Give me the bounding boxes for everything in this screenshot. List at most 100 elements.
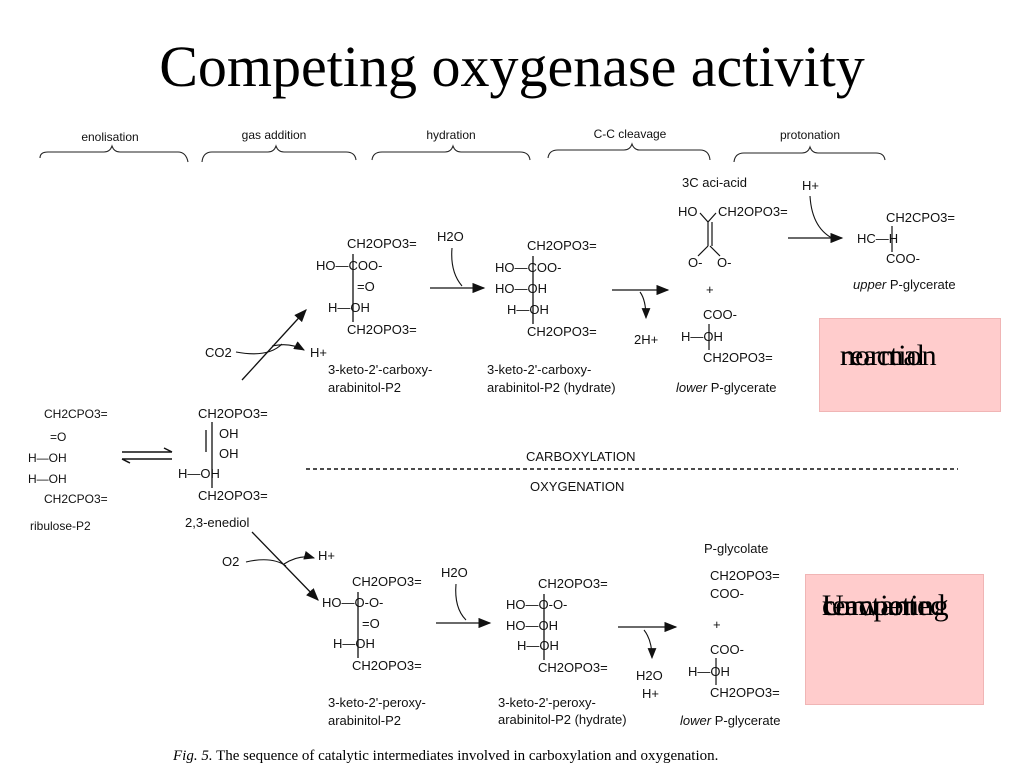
stage-braces: [39, 142, 886, 163]
svg-text:CH2OPO3=: CH2OPO3=: [538, 660, 608, 675]
svg-text:CH2OPO3=: CH2OPO3=: [198, 488, 268, 503]
brace-protonation: [733, 145, 886, 163]
svg-text:CH2OPO3=: CH2OPO3=: [703, 350, 773, 365]
svg-text:=O: =O: [357, 279, 375, 294]
svg-text:COO-: COO-: [710, 586, 744, 601]
h-plus-label-2: H+: [318, 548, 335, 563]
svg-text:OH: OH: [219, 426, 239, 441]
water-out-label: H2O: [636, 668, 663, 683]
svg-text:H—OH: H—OH: [333, 636, 375, 651]
svg-text:CH2OPO3=: CH2OPO3=: [710, 685, 780, 700]
svg-text:arabinitol-P2 (hydrate): arabinitol-P2 (hydrate): [487, 380, 616, 395]
peroxy-intermediate-1: CH2OPO3= HO—O-O- =O H—OH CH2OPO3= 3-keto…: [322, 574, 426, 728]
svg-text:P-glycolate: P-glycolate: [704, 541, 768, 556]
plus-sign-2: +: [713, 617, 721, 632]
svg-text:CH2OPO3=: CH2OPO3=: [352, 574, 422, 589]
svg-text:CH2CPO3=: CH2CPO3=: [44, 407, 108, 421]
svg-text:HC—H: HC—H: [857, 231, 898, 246]
svg-text:CH2OPO3=: CH2OPO3=: [527, 324, 597, 339]
svg-text:CH2OPO3=: CH2OPO3=: [198, 406, 268, 421]
equilibrium-arrows: [121, 447, 173, 464]
water-curve-2: [455, 583, 467, 621]
svg-text:3-keto-2'-peroxy-: 3-keto-2'-peroxy-: [328, 695, 426, 710]
svg-text:CH2OPO3=: CH2OPO3=: [352, 658, 422, 673]
svg-text:HO—OH: HO—OH: [506, 618, 558, 633]
water-out-curve: [643, 629, 657, 660]
p-glycolate: P-glycolate CH2OPO3= COO-: [704, 541, 780, 601]
h-plus-out-label: H+: [642, 686, 659, 701]
protonation-curve: [809, 195, 837, 241]
svg-text:CH2OPO3=: CH2OPO3=: [527, 238, 597, 253]
svg-text:CH2OPO3=: CH2OPO3=: [347, 236, 417, 251]
carboxylation-heading: CARBOXYLATION: [526, 449, 636, 464]
svg-text:=O: =O: [362, 616, 380, 631]
plus-sign-1: +: [706, 282, 714, 297]
svg-text:H—OH: H—OH: [681, 329, 723, 344]
carboxy-intermediate-1: CH2OPO3= HO—COO- =O H—OH CH2OPO3= 3-keto…: [316, 236, 432, 395]
normal-line-2: reaction: [840, 339, 937, 372]
svg-text:H—OH: H—OH: [328, 300, 370, 315]
stage-label-protonation: protonation: [780, 128, 840, 142]
o2-incoming-curve: [245, 559, 287, 567]
brace-hydration: [371, 144, 531, 161]
svg-text:HO—COO-: HO—COO-: [495, 260, 561, 275]
brace-gas-addition: [201, 144, 357, 163]
oxygenation-heading: OXYGENATION: [530, 479, 624, 494]
peroxy-intermediate-2: CH2OPO3= HO—O-O- HO—OH H—OH CH2OPO3= 3-k…: [498, 576, 627, 727]
lower-p-glycerate-1: COO- H—OH CH2OPO3= lower P-glycerate: [676, 307, 776, 395]
svg-text:H—OH: H—OH: [28, 472, 67, 486]
co2-incoming-curve: [235, 343, 283, 355]
svg-text:arabinitol-P2 (hydrate): arabinitol-P2 (hydrate): [498, 712, 627, 727]
svg-text:lower P-glycerate: lower P-glycerate: [676, 380, 776, 395]
svg-text:COO-: COO-: [710, 642, 744, 657]
svg-text:O-: O-: [717, 255, 731, 270]
svg-text:HO—O-O-: HO—O-O-: [322, 595, 383, 610]
svg-text:arabinitol-P2: arabinitol-P2: [328, 713, 401, 728]
unwanted-line-1: Unwanted: [822, 589, 946, 622]
svg-text:3-keto-2'-carboxy-: 3-keto-2'-carboxy-: [487, 362, 591, 377]
svg-text:lower P-glycerate: lower P-glycerate: [680, 713, 780, 728]
ribulose-name: ribulose-P2: [30, 519, 91, 533]
h-outgoing-curve-2: [283, 551, 316, 565]
svg-text:H—OH: H—OH: [688, 664, 730, 679]
stage-label-cc-cleavage: C-C cleavage: [594, 127, 667, 141]
svg-text:COO-: COO-: [886, 251, 920, 266]
h-plus-label-protonation: H+: [802, 178, 819, 193]
svg-text:H—OH: H—OH: [507, 302, 549, 317]
enediol-bonds: [205, 422, 213, 488]
figure-caption: Fig. 5. The sequence of catalytic interm…: [173, 748, 873, 765]
carboxy-intermediate-2: CH2OPO3= HO—COO- HO—OH H—OH CH2OPO3= 3-k…: [487, 238, 616, 395]
slide-title: Competing oxygenase activity: [159, 34, 865, 99]
water-label-2: H2O: [441, 565, 468, 580]
unwanted-line-2: competing: [822, 589, 949, 622]
svg-text:CH2CPO3=: CH2CPO3=: [886, 210, 955, 225]
lower-p-glycerate-2: COO- H—OH CH2OPO3= lower P-glycerate: [680, 642, 780, 728]
two-h-plus-label: 2H+: [634, 332, 658, 347]
svg-text:H—OH: H—OH: [517, 638, 559, 653]
svg-text:HO: HO: [678, 204, 698, 219]
brace-enolisation: [39, 144, 189, 163]
aci-acid-bonds: [697, 212, 721, 257]
stage-labels: enolisation gas addition hydration C-C c…: [81, 127, 840, 144]
aci-acid: 3C aci-acid HO CH2OPO3= O- O-: [678, 175, 788, 270]
svg-text:upper P-glycerate: upper P-glycerate: [853, 277, 956, 292]
svg-text:HO—OH: HO—OH: [495, 281, 547, 296]
caption-text: The sequence of catalytic intermediates …: [212, 748, 719, 764]
ribulose-p2: CH2CPO3= =O H—OH H—OH CH2CPO3= ribulose-…: [28, 407, 108, 533]
water-label-1: H2O: [437, 229, 464, 244]
h-plus-label-1: H+: [310, 345, 327, 360]
enediol: CH2OPO3= OH OH H—OH CH2OPO3= 2,3-enediol: [178, 406, 268, 530]
svg-text:=O: =O: [50, 430, 66, 444]
stage-label-hydration: hydration: [426, 128, 475, 142]
carboxylation-arrow-up: [241, 309, 307, 381]
o2-label: O2: [222, 554, 239, 569]
stage-label-enolisation: enolisation: [81, 130, 138, 144]
svg-text:3-keto-2'-peroxy-: 3-keto-2'-peroxy-: [498, 695, 596, 710]
svg-text:CH2OPO3=: CH2OPO3=: [710, 568, 780, 583]
normal-line-1: normal: [840, 339, 925, 372]
svg-text:O-: O-: [688, 255, 702, 270]
svg-text:3C aci-acid: 3C aci-acid: [682, 175, 747, 190]
